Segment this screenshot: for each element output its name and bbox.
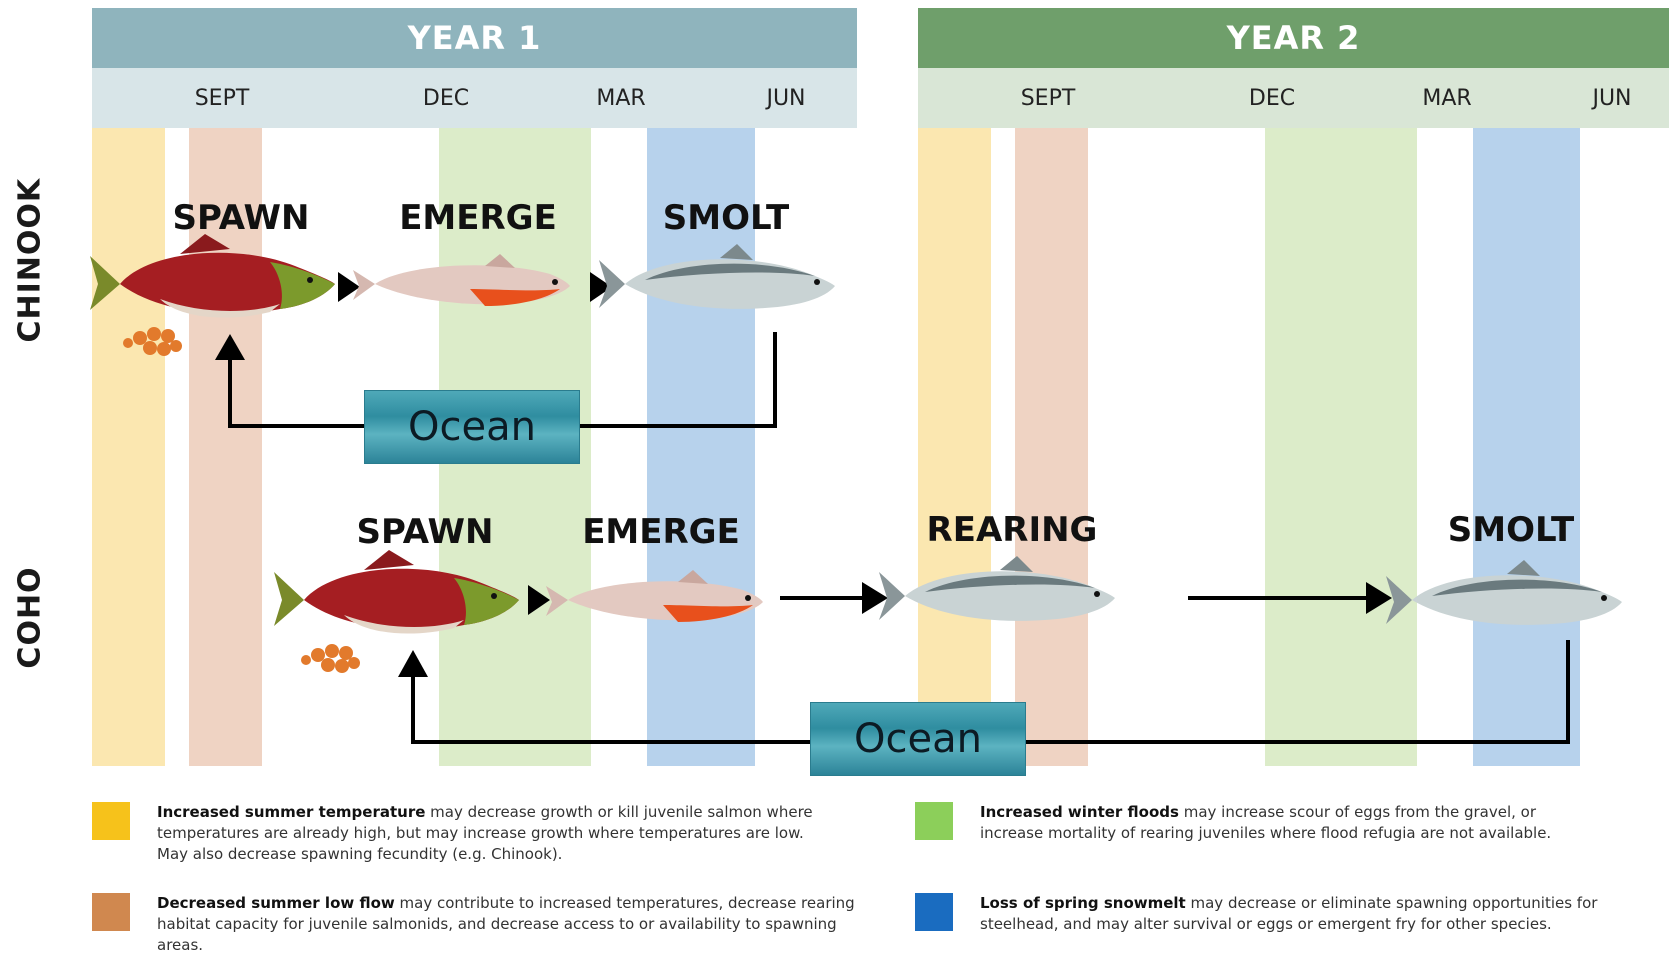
- month-label: MAR: [1422, 85, 1472, 111]
- month-label: SEPT: [1020, 85, 1076, 111]
- coho-arrow-rearing-smolt: [1366, 582, 1392, 614]
- chinook-stage-smolt: SMOLT: [662, 198, 790, 238]
- chinook-emerge-fish: [353, 254, 570, 306]
- coho-arrow-spawn-emerge: [528, 585, 550, 615]
- legend-swatch-low-flow: [92, 893, 130, 931]
- chinook-eggs: [123, 327, 182, 356]
- coho-rearing-fish: [879, 556, 1115, 621]
- coho-ocean-label: Ocean: [854, 716, 982, 762]
- chinook-ocean-label: Ocean: [408, 404, 536, 450]
- month-label: MAR: [596, 85, 646, 111]
- coho-stage-emerge: EMERGE: [582, 512, 740, 552]
- year1-header: YEAR 1: [92, 8, 857, 68]
- month-label: DEC: [1248, 85, 1296, 111]
- legend-entry-snowmelt: Loss of spring snowmelt may decrease or …: [980, 893, 1620, 935]
- legend-swatch-floods: [915, 802, 953, 840]
- legend-swatch-temperature: [92, 802, 130, 840]
- chinook-stage-spawn: SPAWN: [172, 198, 310, 238]
- month-label: JUN: [1592, 85, 1632, 111]
- coho-stage-spawn: SPAWN: [356, 512, 494, 552]
- year2-month-row: SEPT DEC MAR JUN: [918, 68, 1669, 128]
- legend-title-temperature: Increased summer temperature: [157, 803, 426, 821]
- coho-emerge-fish: [546, 570, 763, 622]
- legend-entry-floods: Increased winter floods may increase sco…: [980, 802, 1580, 844]
- chinook-ocean-return-line: [578, 332, 777, 428]
- chinook-spawn-return-line: [228, 355, 364, 428]
- chinook-stage-emerge: EMERGE: [399, 198, 557, 238]
- legend-title-snowmelt: Loss of spring snowmelt: [980, 894, 1186, 912]
- coho-spawn-fish: [274, 550, 519, 634]
- coho-stage-rearing: REARING: [926, 510, 1098, 550]
- coho-arrow-emerge-rearing: [862, 582, 888, 614]
- year1-label: YEAR 1: [407, 19, 542, 57]
- band-low-flow-year1: [189, 128, 262, 766]
- band-snowmelt-year1: [647, 128, 755, 766]
- year1-month-row: SEPT DEC MAR JUN: [92, 68, 857, 128]
- coho-eggs: [301, 644, 360, 673]
- chinook-spawn-fish: [90, 234, 335, 318]
- legend-title-floods: Increased winter floods: [980, 803, 1179, 821]
- legend-desc-temperature: may decrease growth or kill juvenile sal…: [157, 803, 813, 863]
- chinook-arrow-emerge-smolt: [590, 272, 612, 302]
- month-label: DEC: [422, 85, 470, 111]
- band-floods-year2: [1265, 128, 1417, 766]
- coho-spawn-return-line: [411, 672, 810, 744]
- legend-entry-temperature: Increased summer temperature may decreas…: [157, 802, 817, 865]
- chinook-smolt-fish: [599, 244, 835, 309]
- chinook-arrow-spawn-emerge: [338, 272, 360, 302]
- band-low-flow-year2: [1015, 128, 1088, 766]
- legend-entry-low-flow: Decreased summer low flow may contribute…: [157, 893, 877, 956]
- chinook-ocean-box: Ocean: [364, 390, 580, 464]
- coho-ocean-return-line: [1026, 640, 1570, 744]
- chinook-return-arrowhead: [215, 334, 245, 360]
- legend-title-low-flow: Decreased summer low flow: [157, 894, 395, 912]
- coho-smolt-fish: [1386, 560, 1622, 625]
- coho-return-arrowhead: [398, 650, 428, 677]
- band-temperature-year1: [92, 128, 165, 766]
- year2-label: YEAR 2: [1226, 19, 1361, 57]
- band-temperature-year2: [918, 128, 991, 766]
- year2-header: YEAR 2: [918, 8, 1669, 68]
- legend-desc-floods: may increase scour of eggs from the grav…: [980, 803, 1552, 842]
- lifecycle-diagram: [90, 234, 1622, 744]
- coho-ocean-box: Ocean: [810, 702, 1026, 776]
- month-label: JUN: [766, 85, 806, 111]
- month-label: SEPT: [194, 85, 250, 111]
- band-snowmelt-year2: [1473, 128, 1580, 766]
- legend-swatch-snowmelt: [915, 893, 953, 931]
- legend-desc-snowmelt: may decrease or eliminate spawning oppor…: [980, 894, 1598, 933]
- coho-stage-smolt: SMOLT: [1447, 510, 1575, 550]
